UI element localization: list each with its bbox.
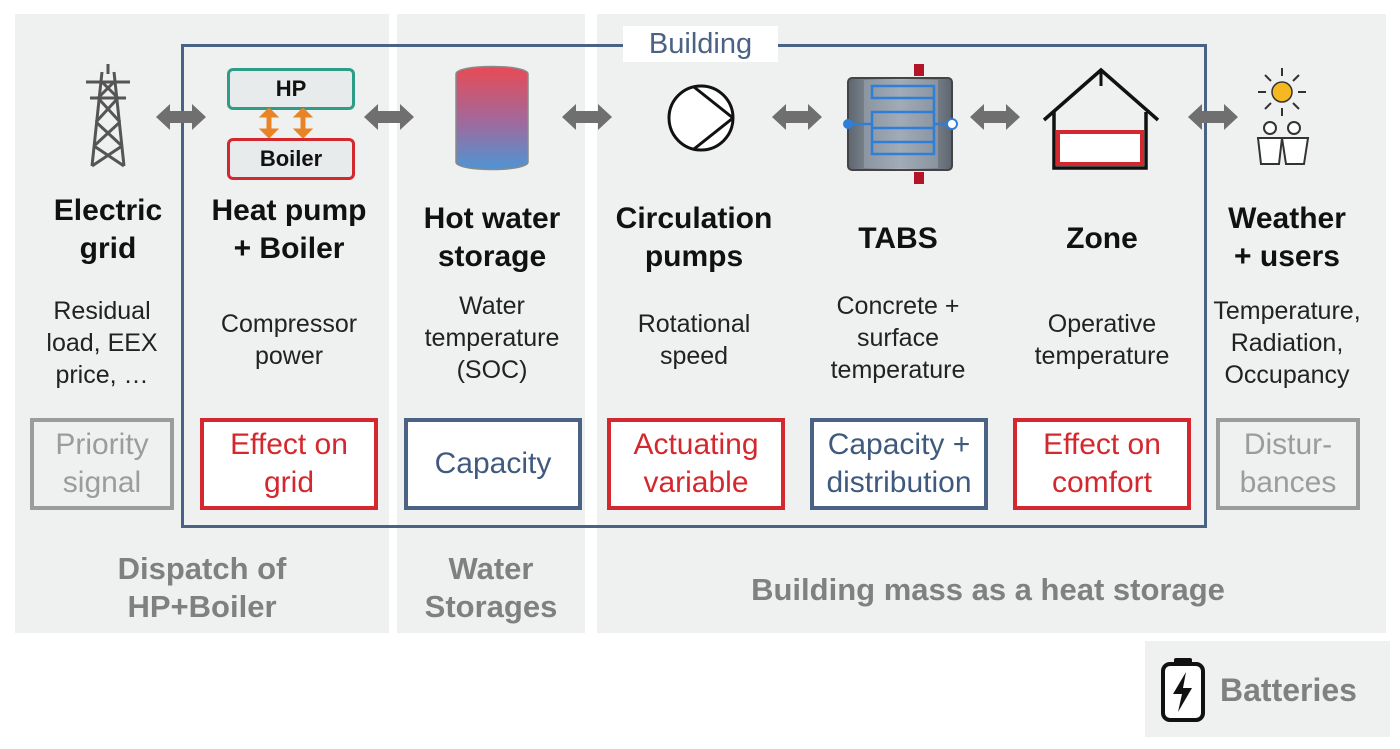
section-water-storages: Water Storages <box>424 551 558 624</box>
hp-box: HP <box>227 68 355 110</box>
double-arrow-icon <box>562 104 612 130</box>
desc-heat-pump-boiler: Compressor power <box>220 310 358 370</box>
title-zone: Zone <box>1066 222 1138 255</box>
batteries-label: Batteries <box>1220 672 1357 708</box>
sun-users-icon <box>1256 68 1310 165</box>
title-tabs: TABS <box>858 222 938 255</box>
tabs-icon <box>843 64 958 184</box>
tag-disturbances: Distur- bances <box>1216 418 1360 510</box>
double-arrow-icon <box>970 104 1020 130</box>
building-label: Building <box>623 26 778 62</box>
double-arrow-icon <box>1188 104 1238 130</box>
house-icon <box>1042 67 1160 170</box>
double-arrow-icon <box>364 104 414 130</box>
hp-boiler-icon: HP Boiler <box>227 68 355 180</box>
tag-effect-on-grid: Effect on grid <box>200 418 378 510</box>
double-arrow-icon <box>156 104 206 130</box>
tag-effect-on-comfort: Effect on comfort <box>1013 418 1191 510</box>
tag-priority-signal: Priority signal <box>30 418 174 510</box>
title-heat-pump-boiler: Heat pump + Boiler <box>211 194 367 265</box>
section-building-mass: Building mass as a heat storage <box>751 572 1225 607</box>
desc-electric-grid: Residual load, EEX price, … <box>46 297 158 389</box>
double-arrow-icon <box>772 104 822 130</box>
title-weather-users: Weather + users <box>1228 202 1346 273</box>
battery-icon <box>1161 658 1205 722</box>
desc-hot-water-storage: Water temperature (SOC) <box>424 292 560 384</box>
power-tower-icon <box>86 64 130 168</box>
desc-zone: Operative temperature <box>1034 310 1170 370</box>
tag-capacity: Capacity <box>404 418 582 510</box>
title-electric-grid: Electric grid <box>53 194 163 265</box>
tag-capacity-distribution: Capacity + distribution <box>810 418 988 510</box>
desc-tabs: Concrete + surface temperature <box>830 292 966 384</box>
boiler-box: Boiler <box>227 138 355 180</box>
orange-arrows-icon <box>258 108 314 138</box>
section-dispatch: Dispatch of HP+Boiler <box>117 551 287 624</box>
title-circulation-pumps: Circulation pumps <box>615 202 773 273</box>
pump-icon <box>667 84 735 152</box>
desc-weather-users: Temperature, Radiation, Occupancy <box>1213 297 1361 389</box>
title-hot-water-storage: Hot water storage <box>423 202 561 273</box>
tag-actuating-variable: Actuating variable <box>607 418 785 510</box>
desc-circulation-pumps: Rotational speed <box>637 310 751 370</box>
storage-tank-icon <box>455 65 529 171</box>
